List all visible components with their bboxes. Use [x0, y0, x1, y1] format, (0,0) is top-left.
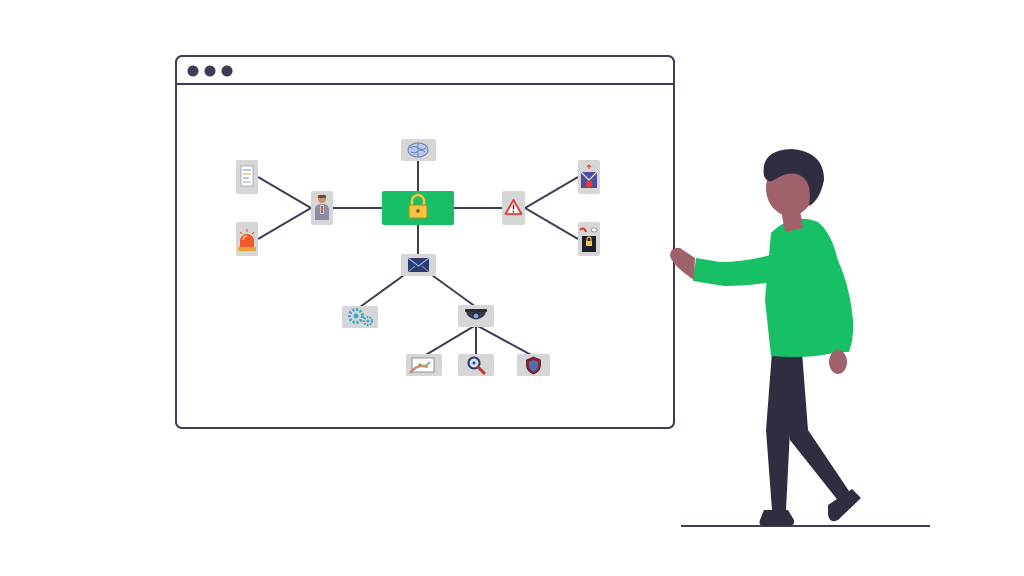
node-lock: [382, 191, 454, 225]
node-siren: [236, 222, 258, 256]
connector-camera-shield: [475, 324, 534, 357]
node-gears: [342, 306, 378, 328]
shield-icon: [526, 356, 541, 375]
padlock-icon: [408, 193, 428, 219]
node-camera: [458, 305, 494, 327]
browser-window: [175, 55, 675, 429]
person-figure: [670, 149, 930, 527]
node-alert-mail: [578, 160, 600, 194]
node-search: [458, 354, 494, 376]
node-warning: [502, 191, 525, 225]
node-shield: [517, 354, 550, 376]
warning-icon: [504, 199, 523, 215]
locked-file-icon: [579, 227, 598, 252]
connector-warning-alertmail: [524, 176, 579, 209]
mail-icon: [407, 257, 430, 273]
connector-warning-lockedfile: [524, 207, 579, 240]
connector-agent-document: [257, 176, 312, 209]
node-scan: [406, 354, 442, 376]
scanner-icon: [409, 357, 435, 374]
node-mail: [401, 254, 436, 276]
node-locked-file: [578, 222, 600, 256]
window-dot: [221, 65, 233, 77]
connector-agent-siren: [257, 207, 312, 240]
alert-mail-icon: [580, 164, 598, 188]
magnifier-icon: [467, 356, 486, 375]
node-document: [236, 160, 258, 194]
security-camera-icon: [465, 309, 487, 320]
window-dot: [187, 65, 199, 77]
node-brain: [401, 139, 436, 161]
brain-icon: [407, 142, 429, 158]
siren-icon: [238, 229, 256, 251]
node-agent: [311, 191, 333, 225]
window-dot: [204, 65, 216, 77]
gears-icon: [348, 308, 374, 327]
connector-camera-scan: [423, 324, 477, 357]
document-icon: [240, 165, 254, 187]
person-icon: [315, 194, 329, 220]
